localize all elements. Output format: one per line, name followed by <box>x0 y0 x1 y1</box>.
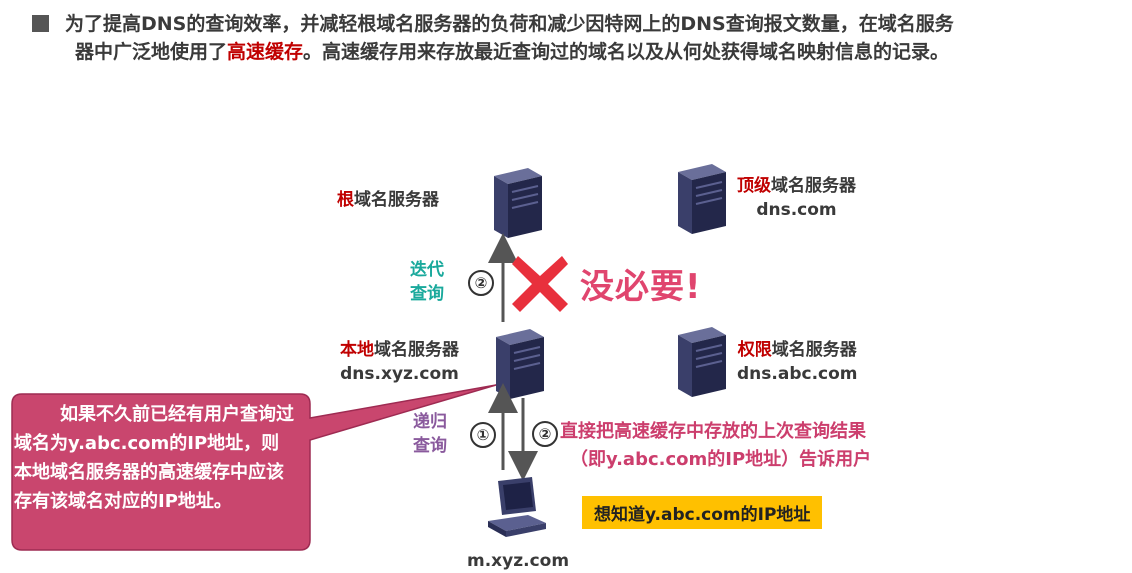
recursive-step-badge: ① <box>470 422 496 448</box>
root-server-icon <box>494 168 542 238</box>
header-highlight: 高速缓存 <box>227 41 304 63</box>
answer-step-badge: ② <box>532 421 558 447</box>
bullet-square-icon <box>32 15 49 32</box>
auth-server-icon <box>678 327 726 397</box>
header-text: 为了提高DNS的查询效率，并减轻根域名服务器的负荷和减少因特网上的DNS查询报文… <box>32 10 1127 66</box>
answer-line1: 直接把高速缓存中存放的上次查询结果 <box>560 421 866 442</box>
tld-server-icon <box>678 164 726 234</box>
tld-server-host: dns.com <box>756 200 837 220</box>
answer-line2: （即y.abc.com的IP地址）告诉用户 <box>570 449 872 470</box>
want-ip-label: 想知道y.abc.com的IP地址 <box>582 496 823 529</box>
root-server-label: 根域名服务器 <box>337 190 439 210</box>
auth-server-host: dns.abc.com <box>737 364 858 384</box>
local-server-label: 本地域名服务器 dns.xyz.com <box>340 340 459 384</box>
client-host-label: m.xyz.com <box>467 551 570 571</box>
tld-server-label: 顶级域名服务器 dns.com <box>737 176 856 220</box>
recursive-label: 递归 查询 <box>413 412 447 456</box>
iterative-label: 迭代 查询 <box>410 260 444 304</box>
not-necessary-text: 没必要! <box>580 267 702 307</box>
local-server-host: dns.xyz.com <box>340 364 459 384</box>
callout-bubble <box>11 384 497 551</box>
header-line2: 器中广泛地使用了高速缓存。高速缓存用来存放最近查询过的域名以及从何处获得域名映射… <box>75 41 950 63</box>
header-line1: 为了提高DNS的查询效率，并减轻根域名服务器的负荷和减少因特网上的DNS查询报文… <box>65 13 954 35</box>
auth-server-label: 权限域名服务器 dns.abc.com <box>737 340 858 384</box>
callout-text: 如果不久前已经有用户查询过域名为y.abc.com的IP地址，则本地域名服务器的… <box>14 404 294 512</box>
red-x-icon <box>512 256 568 312</box>
client-computer-icon <box>488 477 546 537</box>
iterative-step-badge: ② <box>468 270 494 296</box>
